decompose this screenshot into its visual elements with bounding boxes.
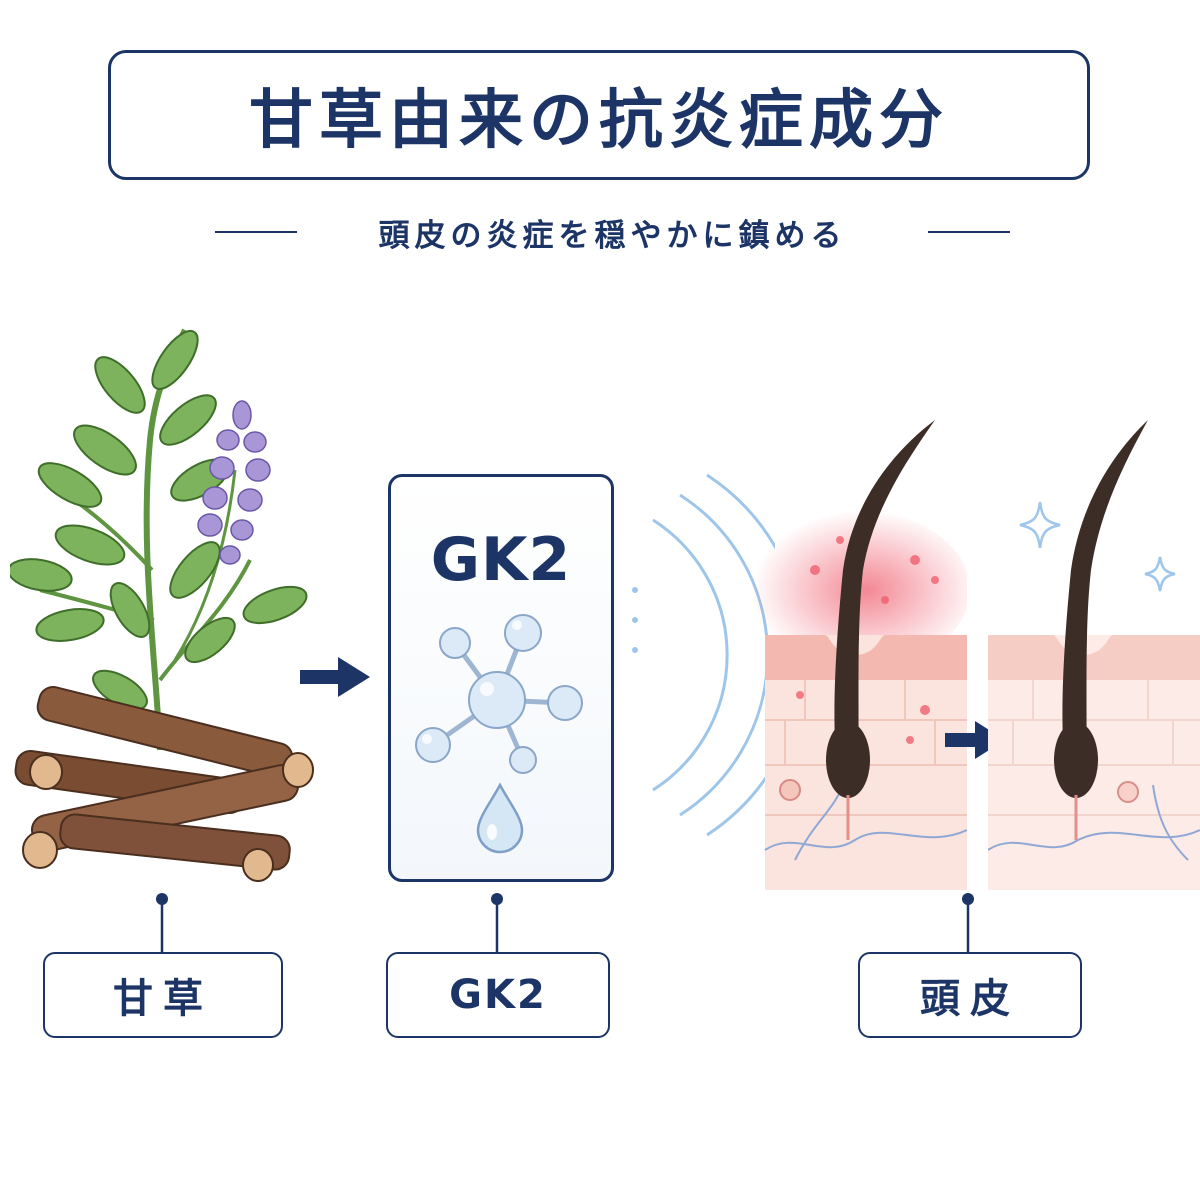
right-arrow-icon bbox=[300, 657, 370, 697]
droplet-icon bbox=[476, 782, 524, 854]
molecule-icon bbox=[415, 614, 583, 774]
subtitle: 頭皮の炎症を穏やかに鎮める bbox=[378, 217, 847, 254]
gk2-card-title: GK2 bbox=[430, 525, 572, 595]
scalp-inflamed-illustration bbox=[740, 420, 967, 890]
scalp-calm-illustration bbox=[988, 420, 1200, 890]
soothing-waves bbox=[632, 473, 775, 837]
label-box-gk2: GK2 bbox=[386, 952, 610, 1038]
label-box-licorice: 甘草 bbox=[43, 952, 283, 1038]
label-licorice: 甘草 bbox=[113, 976, 213, 1022]
label-box-scalp: 頭皮 bbox=[858, 952, 1082, 1038]
subtitle-rule-right bbox=[928, 231, 1010, 233]
sparkle-icon bbox=[1019, 501, 1061, 549]
subtitle-row: 頭皮の炎症を穏やかに鎮める bbox=[215, 208, 1010, 256]
sparkle-icon bbox=[1144, 556, 1176, 592]
label-gk2: GK2 bbox=[449, 972, 547, 1018]
label-scalp: 頭皮 bbox=[920, 976, 1020, 1022]
licorice-plant-illustration bbox=[10, 328, 314, 882]
page-title: 甘草由来の抗炎症成分 bbox=[249, 84, 949, 158]
label-connectors bbox=[156, 893, 974, 952]
subtitle-rule-left bbox=[215, 231, 297, 233]
title-box: 甘草由来の抗炎症成分 bbox=[108, 50, 1090, 180]
